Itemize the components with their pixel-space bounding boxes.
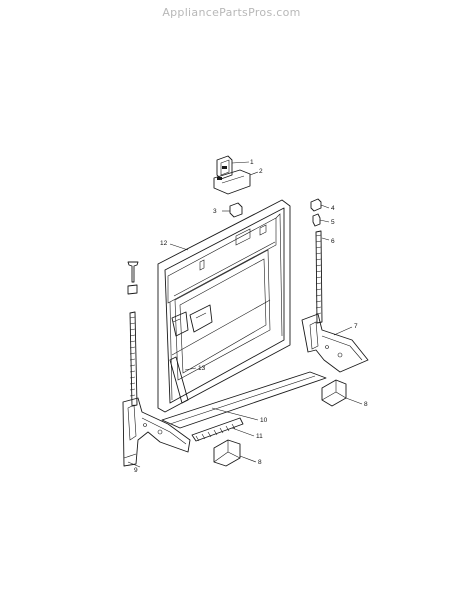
callout-9: 9 xyxy=(134,467,138,474)
callout-12: 12 xyxy=(160,240,168,247)
part-7-hinge-right[interactable] xyxy=(301,313,369,373)
part-5-clip[interactable] xyxy=(312,213,321,227)
callout-11: 11 xyxy=(256,433,263,440)
callout-6: 6 xyxy=(331,238,335,245)
callout-1: 1 xyxy=(250,159,254,166)
part-6-spring[interactable] xyxy=(315,230,323,324)
callout-5: 5 xyxy=(331,219,335,226)
part-12-door-frame[interactable] xyxy=(157,199,291,413)
callout-8a: 8 xyxy=(364,401,368,408)
part-3-clip[interactable] xyxy=(229,202,243,218)
part-4-clip[interactable] xyxy=(310,198,322,212)
watermark: AppliancePartsPros.com xyxy=(162,6,301,19)
callout-2: 2 xyxy=(259,168,263,175)
leader-lines xyxy=(127,161,363,468)
callout-10: 10 xyxy=(260,417,268,424)
callout-13: 13 xyxy=(198,365,206,372)
left-spring xyxy=(127,261,139,407)
part-2-latch-handle[interactable] xyxy=(213,169,251,195)
callout-7: 7 xyxy=(354,323,358,330)
part-1-latch-body[interactable] xyxy=(216,155,233,180)
callout-labels: 1 2 3 4 5 6 7 8 9 10 11 12 13 8 xyxy=(134,159,368,474)
part-8-cap[interactable] xyxy=(321,379,347,407)
part-9-hinge-left[interactable] xyxy=(122,397,191,467)
callout-3: 3 xyxy=(213,208,217,215)
part-13-bracket[interactable] xyxy=(169,304,213,404)
part-8-cap-b[interactable] xyxy=(213,439,241,467)
callout-4: 4 xyxy=(331,205,335,212)
callout-8b: 8 xyxy=(258,459,262,466)
part-11-strip[interactable] xyxy=(191,417,244,442)
part-10-vent[interactable] xyxy=(161,371,327,429)
